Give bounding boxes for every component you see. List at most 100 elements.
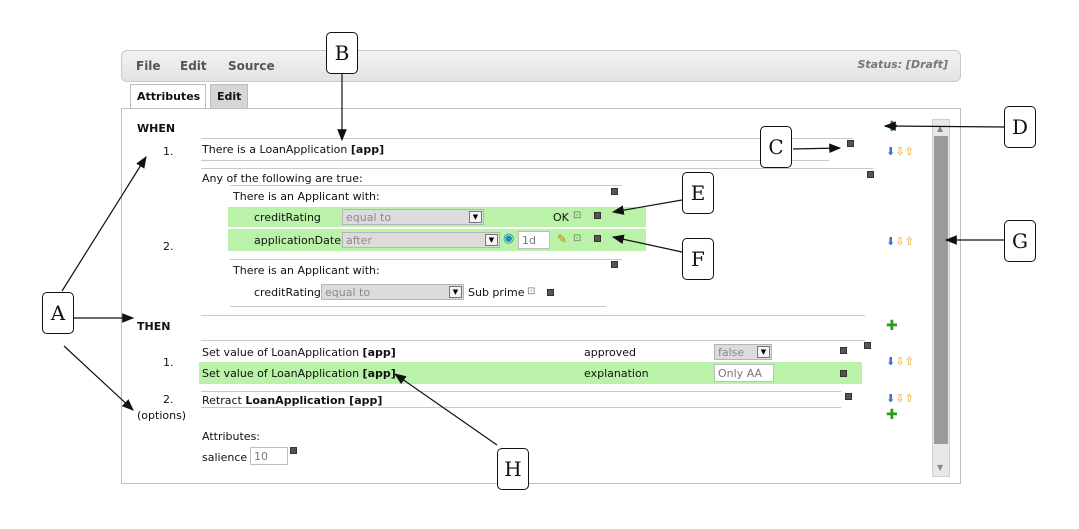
remove-icon[interactable] — [611, 261, 618, 268]
action-row-explanation — [199, 362, 862, 384]
chevron-down-icon: ▼ — [757, 346, 770, 358]
field-explanation: explanation — [584, 367, 649, 380]
plus-icon[interactable]: ✚ — [886, 407, 898, 423]
field-creditRating: creditRating — [254, 211, 321, 224]
scroll-down-icon[interactable]: ▼ — [937, 463, 944, 472]
menu-source[interactable]: Source — [228, 59, 275, 73]
move-up-icon[interactable]: ⇧ — [904, 355, 914, 368]
operator-value: after — [346, 234, 373, 247]
variable-icon[interactable]: ⊡ — [573, 233, 582, 244]
applicant-pattern-2[interactable]: There is an Applicant with: — [233, 264, 380, 277]
plus-icon[interactable]: ✚ — [886, 318, 898, 334]
divider — [201, 160, 829, 161]
pattern-variable: [app] — [350, 143, 385, 156]
tab-edit[interactable]: Edit — [210, 84, 248, 108]
remove-icon[interactable] — [611, 188, 618, 195]
reorder-icons: ⬇⇩⇧ — [886, 355, 914, 368]
scrollbar-thumb[interactable] — [934, 136, 948, 444]
remove-icon[interactable] — [840, 347, 847, 354]
action-text: Set value of LoanApplication — [202, 346, 360, 359]
pattern-loanapplication[interactable]: There is a LoanApplication [app] — [202, 143, 384, 156]
callout-h: H — [497, 448, 529, 490]
variable-icon[interactable]: ⊡ — [573, 210, 582, 221]
explanation-input[interactable]: Only AA — [714, 364, 774, 382]
field-approved: approved — [584, 346, 636, 359]
divider — [201, 391, 841, 392]
pattern-text: There is a LoanApplication — [202, 143, 348, 156]
action-variable: [app] — [362, 346, 396, 359]
remove-icon[interactable] — [547, 289, 554, 296]
any-following-true[interactable]: Any of the following are true: — [202, 172, 363, 185]
operator-dropdown[interactable]: equal to ▼ — [342, 209, 484, 225]
divider — [230, 185, 622, 186]
reorder-icons: ⬇⇩⇧ — [886, 235, 914, 248]
action-set-explanation[interactable]: Set value of LoanApplication [app] — [202, 367, 396, 380]
attributes-label: Attributes: — [202, 430, 261, 443]
remove-icon[interactable] — [840, 370, 847, 377]
divider — [201, 340, 865, 341]
reorder-icons: ⬇⇩⇧ — [886, 145, 914, 158]
value-ok[interactable]: OK — [553, 211, 569, 224]
action-set-approved[interactable]: Set value of LoanApplication [app] — [202, 346, 396, 359]
rule-editor-panel — [121, 108, 961, 484]
salience-input[interactable]: 10 — [250, 447, 288, 465]
edit-pencil-icon[interactable]: ✎ — [557, 232, 568, 246]
value-dropdown[interactable]: false ▼ — [714, 344, 772, 360]
remove-icon[interactable] — [594, 235, 601, 242]
insert-icon[interactable]: ⬇ — [886, 355, 896, 368]
insert-icon[interactable]: ⬇ — [886, 145, 896, 158]
divider — [201, 138, 853, 139]
move-down-icon[interactable]: ⇩ — [895, 355, 905, 368]
chevron-down-icon: ▼ — [485, 234, 498, 246]
status-label: Status: [Draft] — [857, 58, 948, 71]
then-item-2-number: 2. — [163, 393, 174, 406]
remove-icon[interactable] — [864, 342, 871, 349]
move-down-icon[interactable]: ⇩ — [895, 235, 905, 248]
then-label: THEN — [137, 320, 171, 333]
value-sub-prime[interactable]: Sub prime — [468, 286, 525, 299]
remove-icon[interactable] — [594, 212, 601, 219]
variable-icon[interactable]: ⊡ — [527, 286, 536, 297]
move-up-icon[interactable]: ⇧ — [904, 145, 914, 158]
calendar-icon[interactable]: ◉ — [503, 231, 515, 246]
menu-file[interactable]: File — [136, 59, 161, 73]
action-retract[interactable]: Retract LoanApplication [app] — [202, 394, 382, 407]
remove-icon[interactable] — [847, 140, 854, 147]
callout-g: G — [1004, 220, 1036, 262]
then-item-1-number: 1. — [163, 356, 174, 369]
when-item-2-number: 2. — [163, 240, 174, 253]
callout-e: E — [682, 172, 714, 214]
menu-edit[interactable]: Edit — [180, 59, 207, 73]
field-creditRating: creditRating — [254, 286, 321, 299]
operator-dropdown[interactable]: after ▼ — [342, 232, 500, 248]
chevron-down-icon: ▼ — [469, 211, 482, 223]
callout-c: C — [760, 126, 792, 168]
callout-d: D — [1004, 106, 1036, 148]
operator-dropdown[interactable]: equal to ▼ — [321, 284, 464, 300]
divider — [230, 306, 606, 307]
remove-icon[interactable] — [290, 447, 297, 454]
options-link[interactable]: (options) — [137, 409, 187, 422]
insert-icon[interactable]: ⬇ — [886, 392, 896, 405]
menu-bar: File Edit Source Status: [Draft] — [121, 50, 961, 82]
insert-icon[interactable]: ⬇ — [886, 235, 896, 248]
move-down-icon[interactable]: ⇩ — [895, 392, 905, 405]
remove-icon[interactable] — [845, 393, 852, 400]
move-up-icon[interactable]: ⇧ — [904, 392, 914, 405]
move-up-icon[interactable]: ⇧ — [904, 235, 914, 248]
salience-label: salience — [202, 451, 248, 464]
divider — [201, 168, 873, 169]
when-item-1-number: 1. — [163, 145, 174, 158]
date-offset-input[interactable]: 1d — [518, 231, 550, 249]
action-text: Set value of LoanApplication — [202, 367, 360, 380]
tab-attributes[interactable]: Attributes — [130, 84, 206, 108]
dropdown-value: false — [718, 346, 745, 359]
scroll-up-icon[interactable]: ▲ — [937, 124, 944, 133]
applicant-pattern-1[interactable]: There is an Applicant with: — [233, 190, 380, 203]
operator-value: equal to — [346, 211, 392, 224]
remove-icon[interactable] — [867, 171, 874, 178]
divider — [201, 407, 841, 408]
operator-value: equal to — [325, 286, 371, 299]
move-down-icon[interactable]: ⇩ — [895, 145, 905, 158]
